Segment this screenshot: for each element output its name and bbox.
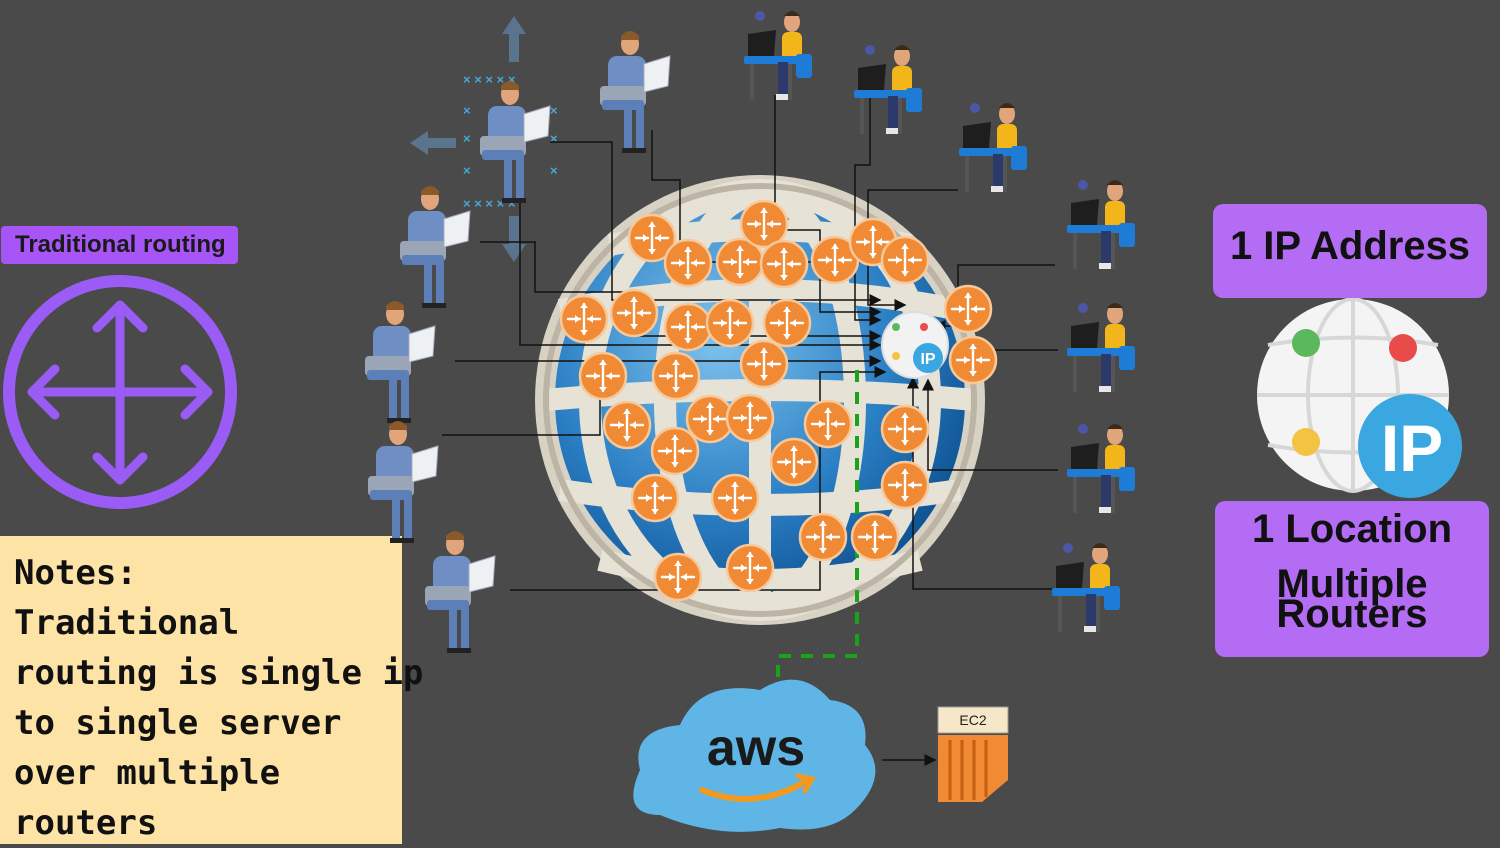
router-icon — [663, 302, 713, 352]
router-icon — [3, 275, 237, 509]
ip-address-label: 1 IP Address — [1229, 224, 1471, 268]
traditional-routing-tag: Traditional routing — [1, 226, 238, 264]
desk-user-icon — [1067, 303, 1135, 392]
multiple-label: Multiple — [1276, 562, 1428, 606]
notes-line: Traditional — [14, 603, 240, 643]
router-icon — [759, 239, 809, 289]
aws-cloud-icon — [633, 679, 876, 832]
router-icon — [578, 351, 628, 401]
laptop-user-icon — [399, 185, 471, 309]
big-ip-label: IP — [1381, 411, 1443, 485]
router-icon — [650, 426, 700, 476]
location-routers-box: 1 Location Multiple Routers — [1215, 501, 1489, 657]
router-icon — [630, 473, 680, 523]
svg-text:×: × — [463, 103, 471, 118]
notes-box: Notes: Traditional routing is single ip … — [0, 536, 424, 844]
aws-label: aws — [707, 719, 805, 777]
router-icon — [850, 512, 900, 562]
svg-text:×: × — [550, 103, 558, 118]
router-icon — [602, 400, 652, 450]
router-icon — [725, 393, 775, 443]
globe-ip-node — [881, 311, 949, 379]
notes-line: routers — [14, 803, 158, 843]
router-icon — [943, 284, 993, 334]
laptop-user-icon — [424, 530, 496, 654]
svg-text:× × × × ×: × × × × × — [463, 72, 516, 87]
router-icon — [769, 437, 819, 487]
desk-user-icon — [1067, 424, 1135, 513]
big-ip-icon — [1257, 297, 1462, 498]
ip-address-box: 1 IP Address — [1213, 204, 1487, 298]
laptop-user-icon — [479, 80, 551, 204]
router-icon — [880, 235, 930, 285]
ec2-icon — [937, 706, 1009, 802]
router-icon — [710, 473, 760, 523]
router-icon — [559, 294, 609, 344]
notes-line: to single server — [14, 703, 342, 743]
laptop-user-icon — [367, 420, 439, 544]
router-icon — [705, 298, 755, 348]
location-label: 1 Location — [1251, 507, 1453, 551]
notes-line: routing is single ip — [14, 653, 424, 693]
globe-ip-label: IP — [920, 351, 935, 368]
svg-text:×: × — [550, 131, 558, 146]
router-icon — [798, 512, 848, 562]
ec2-label: EC2 — [959, 712, 986, 728]
router-icon — [739, 339, 789, 389]
svg-text:×: × — [463, 163, 471, 178]
router-icon — [880, 404, 930, 454]
router-icon — [762, 298, 812, 348]
svg-text:×: × — [550, 163, 558, 178]
router-icon — [653, 552, 703, 602]
router-icon — [880, 460, 930, 510]
notes-line: Notes: — [14, 553, 137, 593]
laptop-user-icon — [364, 300, 436, 424]
routers-label: Routers — [1276, 592, 1428, 636]
desk-user-icon — [1067, 180, 1135, 269]
router-icon — [803, 399, 853, 449]
desk-user-icon — [1052, 543, 1120, 632]
router-icon — [725, 543, 775, 593]
svg-text:×: × — [463, 131, 471, 146]
router-icon — [651, 351, 701, 401]
desk-user-icon — [854, 45, 922, 134]
aws-link — [776, 370, 859, 700]
traditional-routing-label: Traditional routing — [15, 231, 226, 258]
laptop-user-icon — [599, 30, 671, 154]
notes-line: over multiple — [14, 753, 281, 793]
router-icon — [609, 288, 659, 338]
desk-user-icon — [744, 11, 812, 100]
desk-user-icon — [959, 103, 1027, 192]
router-icon — [948, 335, 998, 385]
router-icon — [663, 238, 713, 288]
